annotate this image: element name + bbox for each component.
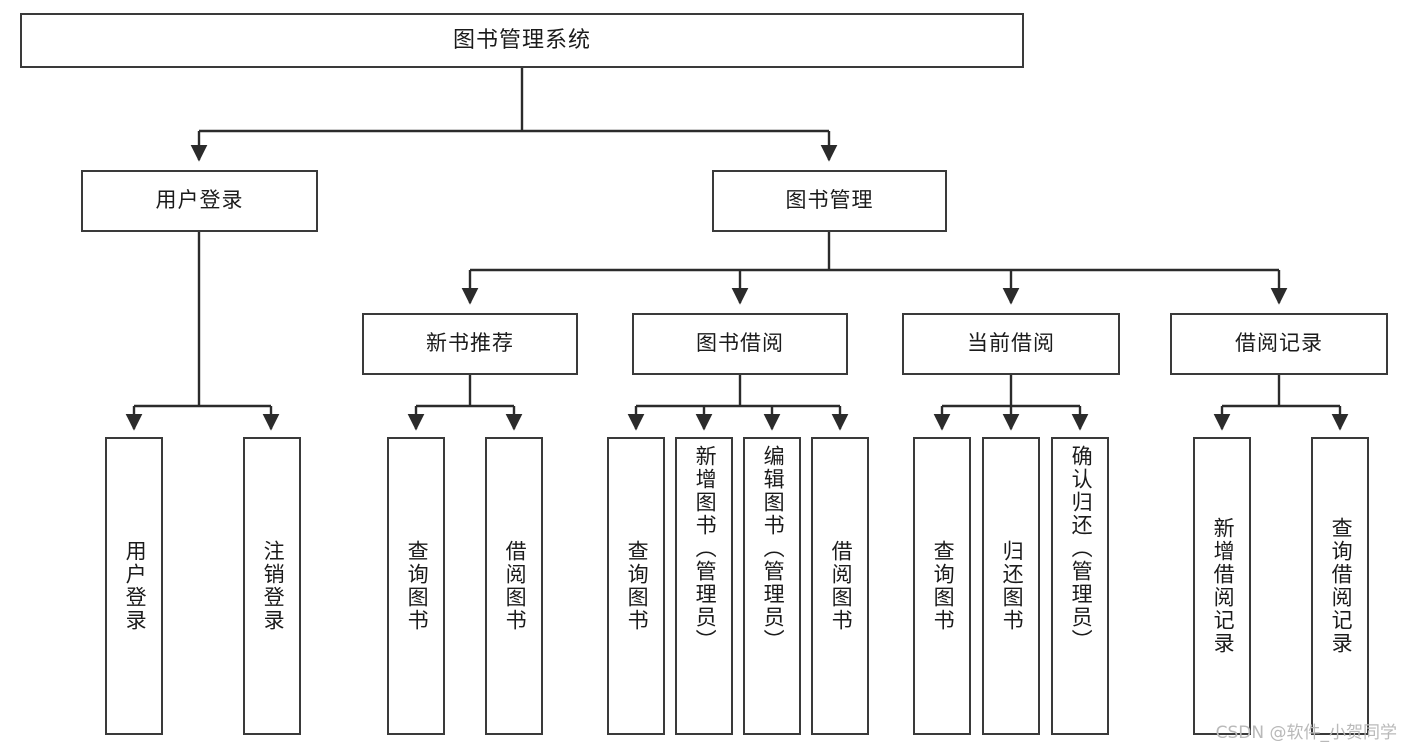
node-label: 图书管理 [785,189,874,213]
node-label: 查询借阅记录 [1329,517,1353,655]
node-label: 查询图书 [625,540,649,632]
node-label: 借阅记录 [1235,332,1323,356]
node-label: 查询图书 [931,540,955,632]
node-book-management[interactable]: 图书管理 [712,170,947,232]
node-current-borrow[interactable]: 当前借阅 [902,313,1120,375]
node-label: 图书管理系统 [452,27,591,53]
node-book-borrow[interactable]: 图书借阅 [632,313,848,375]
leaf-current-borrow-query[interactable]: 查询图书 [913,437,971,735]
leaf-book-borrow-edit[interactable]: 编辑图书（管理员） [743,437,801,735]
leaf-borrow-records-add[interactable]: 新增借阅记录 [1193,437,1251,735]
leaf-current-borrow-return[interactable]: 归还图书 [982,437,1040,735]
node-label: 查询图书 [405,540,429,632]
leaf-new-books-borrow[interactable]: 借阅图书 [485,437,543,735]
leaf-book-borrow-query[interactable]: 查询图书 [607,437,665,735]
leaf-user-login-signout[interactable]: 注销登录 [243,437,301,735]
csdn-watermark: CSDN @软件_小贺同学 [1215,723,1397,743]
node-label: 新书推荐 [426,332,514,356]
node-label: 用户登录 [123,540,147,632]
node-label: 图书借阅 [696,332,784,356]
node-label: 确认归还（管理员） [1069,445,1093,652]
node-label: 新增借阅记录 [1211,517,1235,655]
node-label: 编辑图书（管理员） [761,445,785,652]
node-label: 用户登录 [155,189,244,213]
node-user-login[interactable]: 用户登录 [81,170,318,232]
node-label: 注销登录 [261,540,285,632]
node-label: 借阅图书 [503,540,527,632]
node-label: 当前借阅 [967,332,1055,356]
leaf-borrow-records-query[interactable]: 查询借阅记录 [1311,437,1369,735]
leaf-current-borrow-confirm-return[interactable]: 确认归还（管理员） [1051,437,1109,735]
leaf-book-borrow-add[interactable]: 新增图书（管理员） [675,437,733,735]
node-label: 借阅图书 [829,540,853,632]
leaf-new-books-query[interactable]: 查询图书 [387,437,445,735]
leaf-book-borrow-borrow[interactable]: 借阅图书 [811,437,869,735]
leaf-user-login-signin[interactable]: 用户登录 [105,437,163,735]
node-label: 归还图书 [1000,540,1024,632]
node-borrow-records[interactable]: 借阅记录 [1170,313,1388,375]
node-root-system[interactable]: 图书管理系统 [20,13,1024,68]
node-new-book-recommend[interactable]: 新书推荐 [362,313,578,375]
node-label: 新增图书（管理员） [693,445,717,652]
